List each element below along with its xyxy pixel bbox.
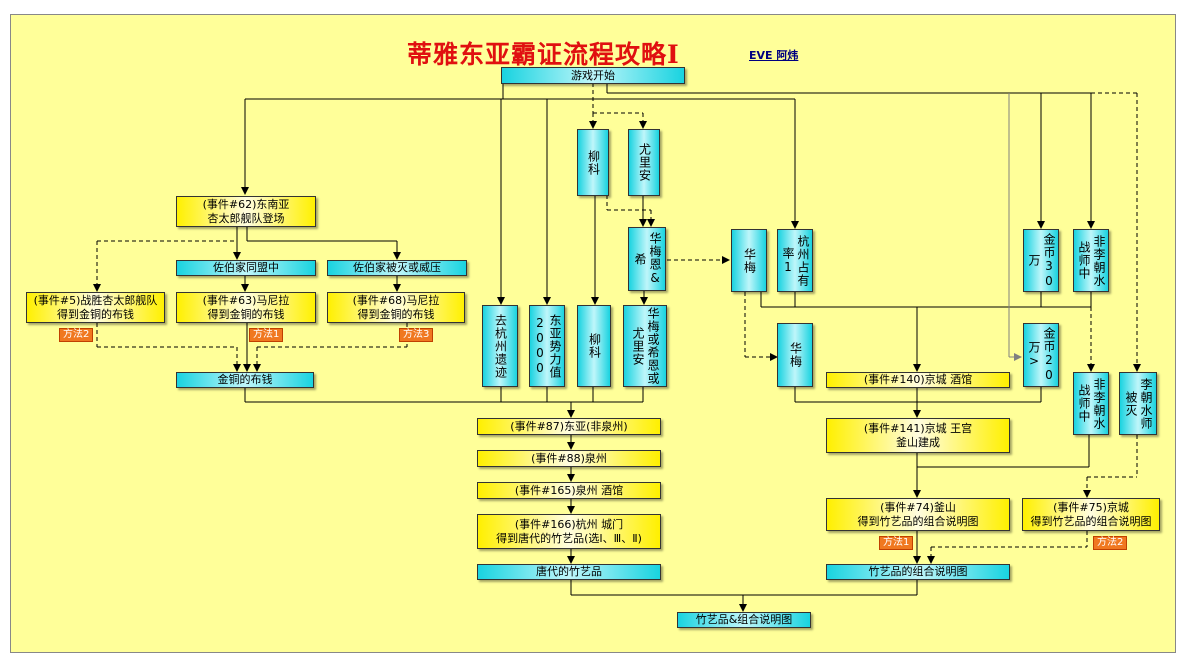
liuke-node: 柳科: [577, 129, 609, 196]
method-tag: 方法2: [1093, 536, 1128, 550]
huamei-or-node: 华梅或希恩或尤里安: [623, 305, 667, 387]
gold-30-node: 金币30万: [1023, 229, 1059, 292]
event-87-node: (事件#87)东亚(非泉州): [477, 418, 661, 435]
event-140-node: (事件#140)京城 酒馆: [826, 372, 1010, 388]
event-88-node: (事件#88)泉州: [477, 450, 661, 467]
connector-lines: [93, 83, 1141, 612]
saeki-threat-node: 佐伯家被灭或威压: [327, 260, 467, 276]
go-hangzhou-node: 去杭州遗迹: [482, 305, 518, 387]
page-title: 蒂雅东亚霸证流程攻略Ⅰ: [407, 40, 680, 69]
tang-bamboo-node: 唐代的竹艺品: [477, 564, 661, 580]
event-68-node: (事件#68)马尼拉 得到金铜的布钱: [327, 292, 465, 323]
li-defeated-node: 李朝水师被灭: [1119, 372, 1157, 435]
event-5-node: (事件#5)战胜杏太郎舰队 得到金铜的布钱: [26, 292, 165, 323]
gold-20-node: 金币20万>: [1023, 323, 1059, 387]
method-tag: 方法1: [249, 328, 284, 342]
start-node: 游戏开始: [501, 67, 685, 84]
hangzhou-owned-node: 杭州占有率1: [777, 229, 813, 292]
event-165-node: (事件#165)泉州 酒馆: [477, 482, 661, 499]
event-62-node: (事件#62)东南亚 杏太郎舰队登场: [176, 196, 316, 227]
flowchart-canvas: 蒂雅东亚霸证流程攻略Ⅰ EVE 阿炜 游戏开始 (事件#62)东南亚 杏太郎舰队…: [10, 14, 1176, 653]
final-node: 竹艺品&组合说明图: [677, 612, 811, 628]
method-tag: 方法1: [879, 536, 914, 550]
liuke-b-node: 柳科: [577, 305, 611, 387]
youlian-node: 尤里安: [628, 129, 660, 196]
bronze-coin-node: 金铜的布钱: [176, 372, 314, 388]
combo-diagram-node: 竹艺品的组合说明图: [826, 564, 1010, 580]
event-75-node: (事件#75)京城 得到竹艺品的组合说明图: [1022, 498, 1160, 531]
event-74-node: (事件#74)釜山 得到竹艺品的组合说明图: [826, 498, 1010, 531]
no-li-war-a-node: 非李朝水战师中: [1073, 229, 1109, 292]
huamei-a-node: 华梅: [731, 229, 767, 292]
no-li-war-b-node: 非李朝水战师中: [1073, 372, 1109, 435]
saeki-ally-node: 佐伯家同盟中: [176, 260, 316, 276]
huamei-b-node: 华梅: [777, 323, 813, 387]
event-141-node: (事件#141)京城 王宫 釜山建成: [826, 418, 1010, 453]
method-tag: 方法3: [399, 328, 434, 342]
event-166-node: (事件#166)杭州 城门 得到唐代的竹艺品(选Ⅰ、Ⅲ、Ⅱ): [477, 514, 661, 549]
huamei-enxi-node: 华梅恩&希: [628, 227, 666, 291]
method-tag: 方法2: [59, 328, 94, 342]
east-asia-2000-node: 东亚势力值2000: [529, 305, 565, 387]
event-63-node: (事件#63)马尼拉 得到金铜的布钱: [176, 292, 316, 323]
author-credit: EVE 阿炜: [749, 49, 799, 62]
